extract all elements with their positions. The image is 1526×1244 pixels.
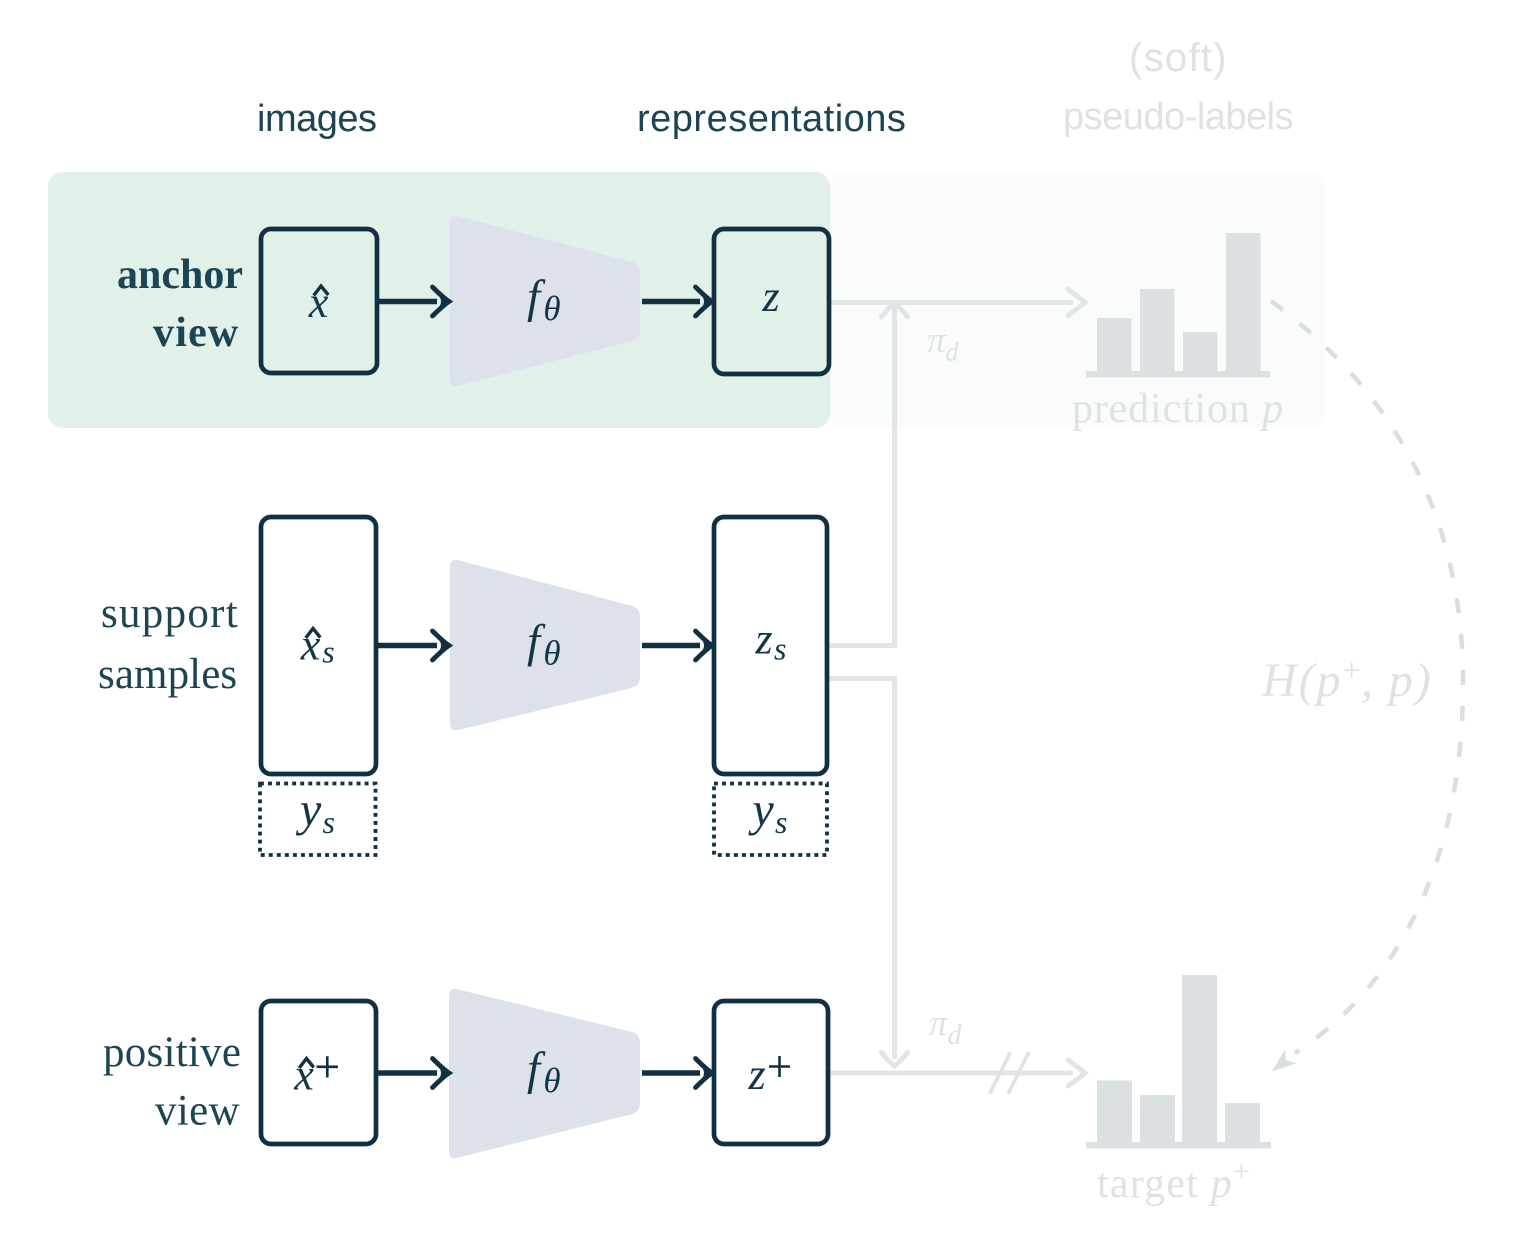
svg-text:view: view	[155, 1088, 240, 1135]
svg-text:z: z	[754, 615, 772, 664]
svg-text:view: view	[153, 310, 239, 356]
svg-text:s: s	[323, 804, 335, 840]
svg-text:representations: representations	[637, 98, 906, 140]
svg-text:x: x	[293, 1051, 314, 1100]
svg-text:θ: θ	[543, 289, 560, 328]
svg-text:πd: πd	[929, 1003, 963, 1051]
svg-text:anchor: anchor	[117, 252, 243, 298]
svg-text:s: s	[774, 631, 786, 667]
svg-text:support: support	[101, 590, 239, 637]
svg-text:positive: positive	[103, 1029, 241, 1076]
svg-text:θ: θ	[543, 634, 560, 673]
svg-text:pseudo-labels: pseudo-labels	[1063, 96, 1293, 138]
svg-text:z: z	[747, 1050, 765, 1099]
svg-text:z: z	[761, 272, 779, 321]
svg-text:y: y	[747, 784, 774, 837]
svg-text:images: images	[257, 98, 377, 140]
svg-text:θ: θ	[543, 1061, 560, 1100]
svg-text:samples: samples	[98, 651, 237, 698]
svg-text:x: x	[308, 278, 329, 327]
svg-text:y: y	[295, 784, 322, 837]
svg-text:(soft): (soft)	[1129, 36, 1228, 80]
svg-text:x: x	[300, 621, 321, 670]
svg-text:s: s	[322, 634, 334, 670]
svg-text:prediction p: prediction p	[1072, 386, 1284, 432]
svg-text:target p+: target p+	[1097, 1155, 1250, 1207]
svg-text:s: s	[775, 804, 787, 840]
